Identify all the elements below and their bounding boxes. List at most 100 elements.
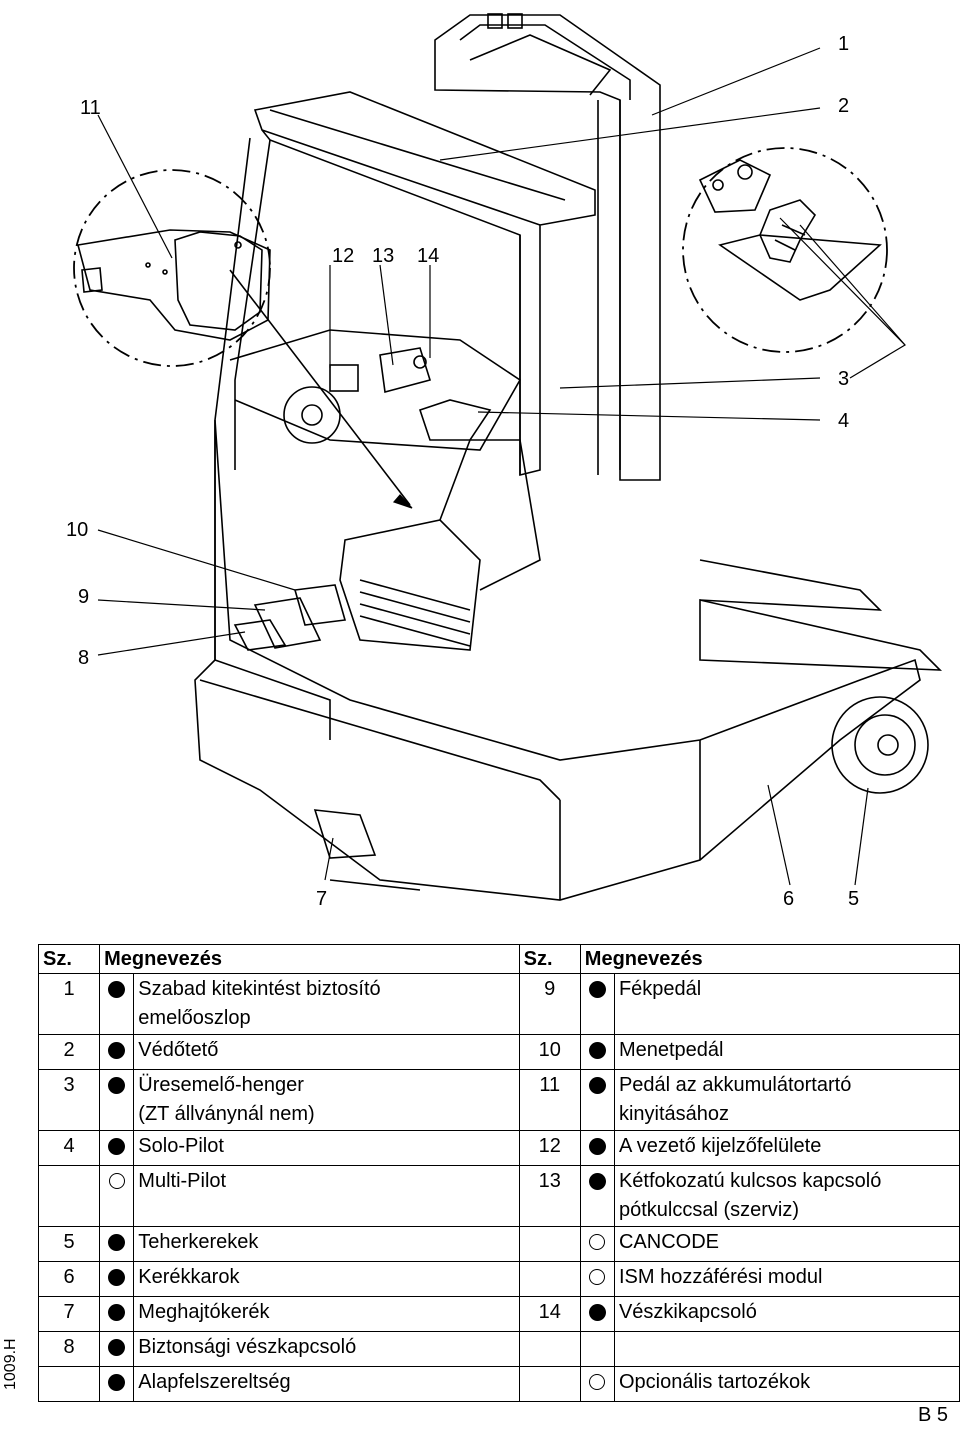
right-row-number: [518, 1366, 581, 1402]
filled-circle-icon: [108, 1077, 126, 1094]
right-row-marker: [579, 1069, 615, 1131]
left-row-name: Biztonsági vészkapcsoló: [133, 1331, 520, 1367]
callout-12: 12: [332, 245, 354, 267]
name-line: Multi-Pilot: [138, 1170, 227, 1192]
right-row-number: [518, 1226, 581, 1262]
callout-11: 11: [80, 97, 101, 119]
name-line: Meghajtókerék: [138, 1301, 270, 1323]
name-line: Alapfelszereltség: [138, 1371, 291, 1393]
filled-circle-icon: [108, 981, 126, 998]
callout-14: 14: [417, 245, 439, 267]
left-row-marker: [99, 1034, 135, 1070]
overhead-guard: [214, 91, 596, 660]
name-line: Biztonsági vészkapcsoló: [138, 1336, 357, 1358]
right-row-name: A vezető kijelzőfelülete: [613, 1130, 960, 1166]
left-row-name: Alapfelszereltség: [133, 1366, 520, 1402]
name-line: Opcionális tartozékok: [618, 1371, 811, 1393]
name-line: kinyitásához: [618, 1103, 730, 1125]
filled-circle-icon: [108, 1138, 126, 1155]
left-row-number: 6: [37, 1261, 101, 1297]
filled-circle-icon: [108, 1234, 126, 1251]
legend-row: 8 Biztonsági vészkapcsoló: [37, 1331, 960, 1367]
filled-circle-icon: [588, 1077, 606, 1094]
left-row-name: Üresemelő-henger(ZT állványnál nem): [133, 1069, 520, 1131]
name-line: A vezető kijelzőfelülete: [618, 1135, 822, 1157]
left-row-number: 8: [37, 1331, 101, 1367]
filled-circle-icon: [588, 1138, 606, 1155]
right-row-number: 13: [518, 1165, 581, 1227]
right-row-number: 12: [518, 1130, 581, 1166]
right-row-marker: [579, 1296, 615, 1332]
left-row-name: Védőtető: [133, 1034, 520, 1070]
right-row-marker: [579, 973, 615, 1035]
left-row-number: [37, 1366, 101, 1402]
callout-6: 6: [783, 888, 794, 910]
left-row-number: 2: [37, 1034, 101, 1070]
left-row-marker: [99, 1296, 135, 1332]
filled-circle-icon: [108, 1339, 126, 1356]
right-row-marker: [579, 1261, 615, 1297]
callout-4: 4: [838, 410, 849, 432]
right-row-name: Opcionális tartozékok: [613, 1366, 960, 1402]
legend-table: Sz. Megnevezés Sz. Megnevezés 1 Szabad ki…: [37, 944, 960, 1402]
name-line: pótkulccsal (szerviz): [618, 1199, 800, 1221]
left-row-name: Meghajtókerék: [133, 1296, 520, 1332]
filled-circle-icon: [588, 1304, 606, 1321]
left-row-marker: [99, 1069, 135, 1131]
header-name-right: Megnevezés: [579, 944, 960, 974]
filled-circle-icon: [588, 981, 606, 998]
right-row-marker: [579, 1034, 615, 1070]
legend-row: 2 Védőtető 10 Menetpedál: [37, 1034, 960, 1070]
callout-labels: 1 2 3 4 5 6 7 8 9 10 11 12 13 14: [66, 33, 859, 910]
left-row-marker: [99, 1261, 135, 1297]
right-row-number: 10: [518, 1034, 581, 1070]
left-row-marker: [99, 1226, 135, 1262]
header-sz-left: Sz.: [37, 944, 101, 974]
mast: [434, 13, 661, 481]
right-row-number: 14: [518, 1296, 581, 1332]
callout-7: 7: [316, 888, 327, 910]
hollow-circle-icon: [589, 1374, 606, 1390]
name-line: (ZT állványnál nem): [138, 1103, 315, 1125]
filled-circle-icon: [108, 1304, 126, 1321]
callout-8: 8: [78, 647, 89, 669]
left-row-marker: [99, 1130, 135, 1166]
header-sz-right: Sz.: [518, 944, 581, 974]
callout-1: 1: [838, 33, 849, 55]
name-line: Vészkikapcsoló: [618, 1301, 757, 1323]
name-line: Fékpedál: [618, 978, 702, 1000]
right-row-name: CANCODE: [613, 1226, 960, 1262]
name-line: Védőtető: [138, 1039, 219, 1061]
right-row-name: Menetpedál: [613, 1034, 960, 1070]
name-line: Teherkerekek: [138, 1231, 259, 1253]
callout-5: 5: [848, 888, 859, 910]
hollow-circle-icon: [589, 1269, 606, 1285]
filled-circle-icon: [588, 1042, 606, 1059]
left-row-name: Solo-Pilot: [133, 1130, 520, 1166]
callout-2: 2: [838, 95, 849, 117]
left-row-number: 1: [37, 973, 101, 1035]
filled-circle-icon: [108, 1374, 126, 1391]
detail-circle-right: [682, 147, 888, 353]
header-name-left: Megnevezés: [99, 944, 520, 974]
legend-header-row: Sz. Megnevezés Sz. Megnevezés: [37, 944, 960, 974]
left-row-marker: [99, 1165, 135, 1227]
left-row-marker: [99, 973, 135, 1035]
left-row-name: Teherkerekek: [133, 1226, 520, 1262]
callout-9: 9: [78, 586, 89, 608]
name-line: ISM hozzáférési modul: [618, 1266, 823, 1288]
name-line: Menetpedál: [618, 1039, 724, 1061]
hollow-circle-icon: [108, 1173, 125, 1189]
right-row-marker: [579, 1226, 615, 1262]
name-line: Kétfokozatú kulcsos kapcsoló: [618, 1170, 882, 1192]
legend-row: Multi-Pilot 13 Kétfokozatú kulcsos kapcsol…: [37, 1165, 960, 1227]
truck-body: [194, 329, 943, 901]
right-row-marker: [579, 1165, 615, 1227]
side-code: 1009.H: [2, 1338, 19, 1390]
name-line: emelőoszlop: [138, 1007, 251, 1029]
callout-13: 13: [372, 245, 394, 267]
